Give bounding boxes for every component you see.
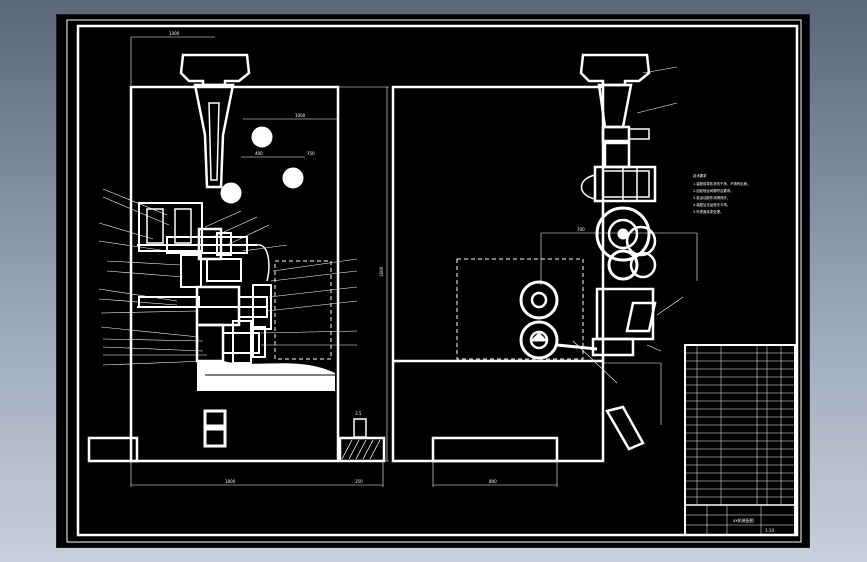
tech-notes: 技术要求 1.装配前零件清洗干净，不得有毛刺。 2.齿轮啮合间隙符合要求。 3.…: [693, 173, 750, 214]
dim-foot: 3.5: [355, 411, 362, 416]
dim-motor-offset: 1000: [295, 113, 306, 118]
dim-overall-height: 1600: [379, 266, 384, 277]
left-view: [87, 36, 389, 487]
dim-right-base: 800: [489, 479, 497, 484]
title-block-title: xx机装配图: [733, 517, 754, 523]
parts-list: [684, 344, 796, 536]
tech-note-4: 4.装配后试运转无卡滞。: [693, 202, 730, 207]
dim-top: 1300: [169, 31, 180, 36]
tech-note-1: 1.装配前零件清洗干净，不得有毛刺。: [693, 181, 750, 186]
tech-note-3: 3.各运动部件润滑良好。: [693, 195, 730, 200]
tech-note-5: 5.外表面涂漆处理。: [693, 209, 723, 214]
dim-right-wheel: 700: [577, 227, 585, 232]
inner-border: [76, 24, 799, 537]
outer-border: [66, 19, 802, 543]
tech-notes-heading: 技术要求: [693, 173, 707, 178]
assembly-drawing: 1300 1000 400 750 1800 350 1600 3.5 800 …: [66, 19, 802, 543]
dim-overall-width: 1800: [225, 479, 236, 484]
cad-drawing-viewer: 1300 1000 400 750 1800 350 1600 3.5 800 …: [56, 14, 810, 548]
dim-spacing: 750: [307, 151, 315, 156]
dim-base: 350: [355, 479, 363, 484]
tech-note-2: 2.齿轮啮合间隙符合要求。: [693, 188, 734, 193]
right-view: [391, 53, 698, 487]
dim-motor: 400: [255, 151, 263, 156]
title-block-scale: 1:10: [765, 528, 774, 533]
